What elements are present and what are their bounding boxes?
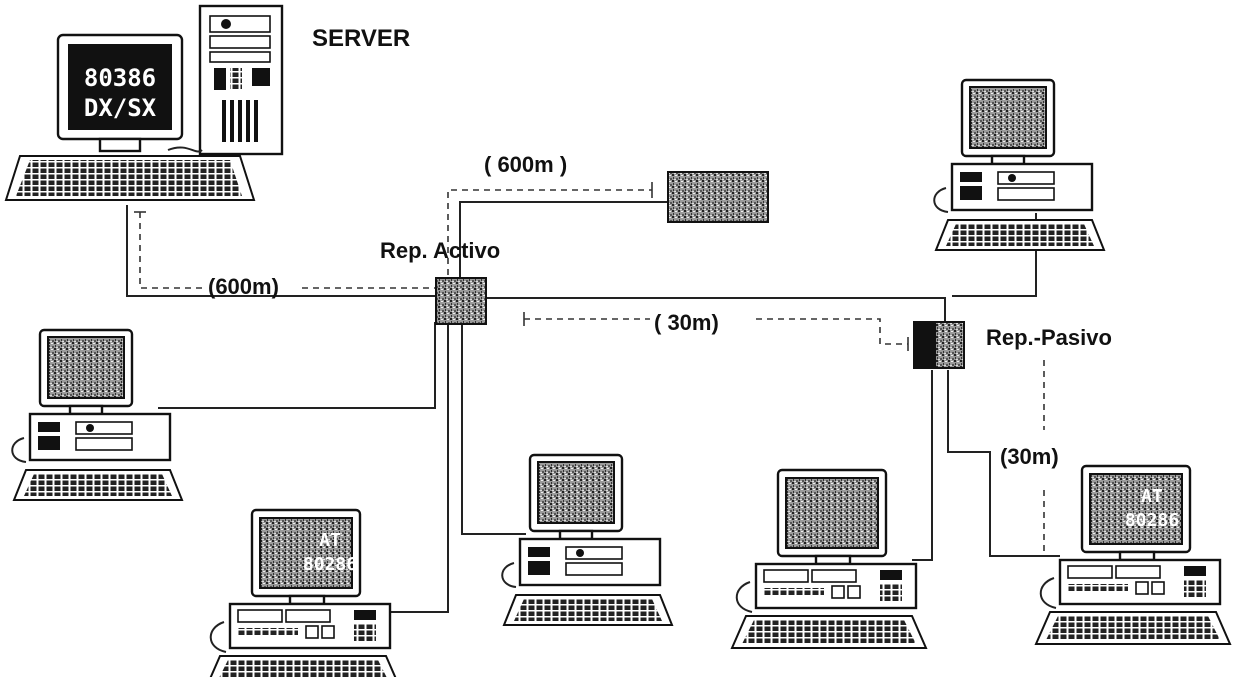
server-tower-icon: [200, 6, 282, 154]
rep-activo-label: Rep. Activo: [380, 238, 500, 263]
server-workstation: 80386 DX/SX: [6, 6, 282, 200]
distance-label-server: (600m): [208, 274, 279, 299]
passive-repeater-icon: [914, 322, 964, 368]
workstation-top-right-icon: [934, 80, 1104, 250]
workstation-middle-icon: [502, 455, 672, 625]
active-repeater-icon: [436, 278, 486, 324]
distance-label-right: (30m): [1000, 444, 1059, 469]
at-far-right-screen-line2: 80286: [1125, 510, 1179, 531]
distance-label-top: ( 600m ): [484, 152, 567, 177]
rep-pasivo-label: Rep.-Pasivo: [986, 325, 1112, 350]
workstation-left-icon: [12, 330, 182, 500]
remote-node-icon: [668, 172, 768, 222]
workstation-at-far-right-icon: AT 80286: [1036, 466, 1230, 644]
at-far-right-screen-line1: AT: [1141, 486, 1163, 507]
at-screen-line1: AT: [319, 530, 341, 551]
at-screen-line2: 80286: [303, 554, 357, 575]
server-screen-line2: DX/SX: [84, 94, 157, 122]
server-keyboard-icon: [6, 156, 254, 200]
distance-label-middle: ( 30m): [654, 310, 719, 335]
server-monitor-icon: 80386 DX/SX: [58, 35, 202, 152]
workstation-at-bottom-left-icon: AT 80286: [206, 510, 400, 677]
server-label: SERVER: [312, 25, 410, 52]
workstation-at-center-right-icon: [732, 470, 926, 648]
server-screen-line1: 80386: [84, 64, 156, 92]
